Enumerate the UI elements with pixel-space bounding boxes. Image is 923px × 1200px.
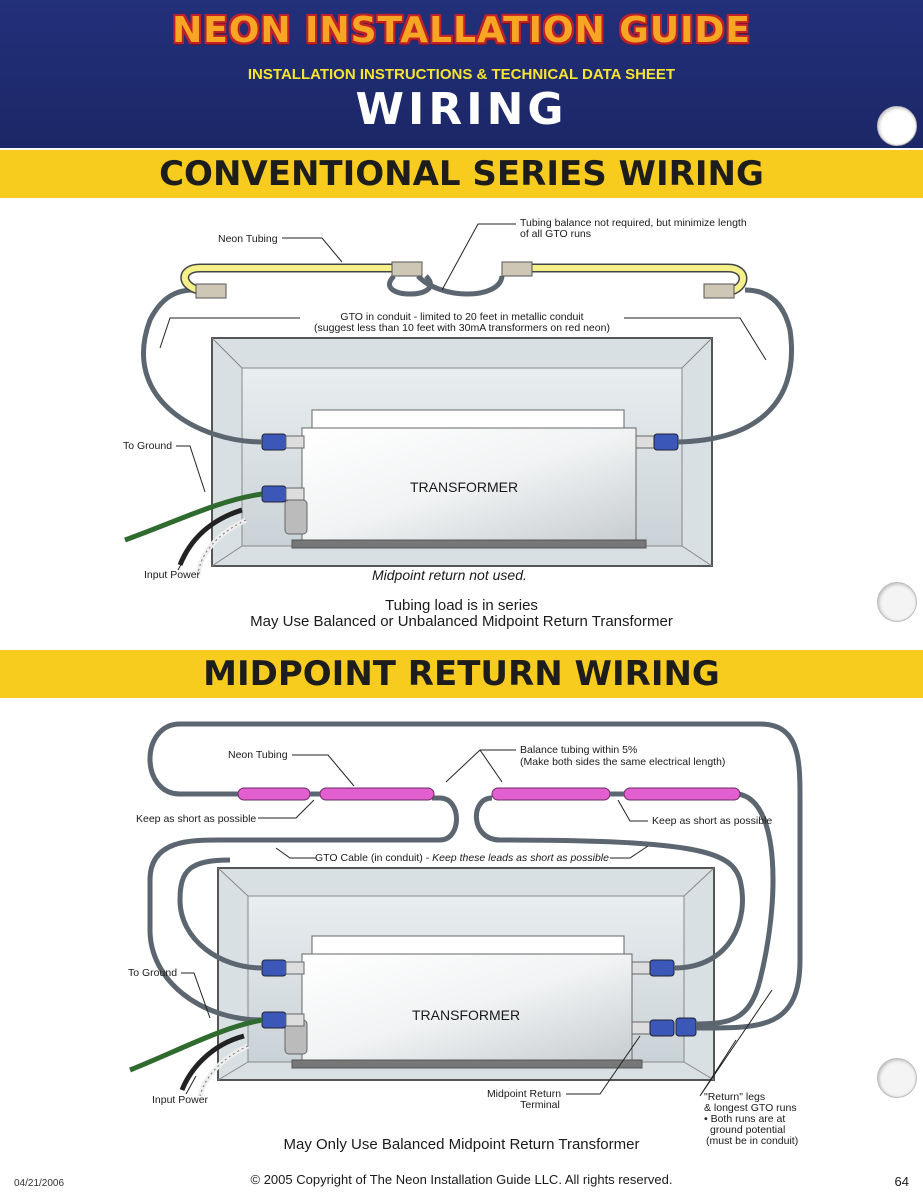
- midpoint-keep-short-left: Keep as short as possible: [136, 813, 256, 825]
- series-heading-band: CONVENTIONAL SERIES WIRING: [0, 150, 923, 198]
- series-transformer-label: TRANSFORMER: [410, 479, 518, 495]
- series-caption-line1: Tubing load is in series: [385, 597, 538, 614]
- midpoint-wiring-diagram: TRANSFORMER Neon Tubing Balanc: [128, 721, 803, 1147]
- punch-hole-top: [877, 106, 917, 146]
- page-header: NEON INSTALLATION GUIDE INSTALLATION INS…: [0, 0, 923, 148]
- footer-copyright: © 2005 Copyright of The Neon Installatio…: [250, 1172, 673, 1187]
- midpoint-neon-tube-4: [623, 787, 741, 801]
- series-input-power-label: Input Power: [144, 569, 201, 581]
- midpoint-heading-band: MIDPOINT RETURN WIRING: [0, 650, 923, 698]
- midpoint-balance-note-line2: (Make both sides the same electrical len…: [520, 756, 725, 768]
- series-wiring-diagram: TRANSFORMER Neon Tubing Tubing balance n…: [123, 217, 794, 583]
- series-balance-note-line2: of all GTO runs: [520, 228, 591, 240]
- midpoint-input-power-label: Input Power: [152, 1094, 209, 1106]
- midpoint-hv-terminal-right: [631, 959, 675, 977]
- midpoint-return-terminal-left: [261, 1011, 305, 1029]
- midpoint-ground-wire: [129, 1017, 263, 1073]
- midpoint-transformer-label: TRANSFORMER: [412, 1007, 520, 1023]
- midpoint-gto-cable-label: GTO Cable (in conduit) - Keep these lead…: [315, 852, 609, 864]
- midpoint-return-note-line5: (must be in conduit): [706, 1135, 798, 1147]
- series-gto-note-line1: GTO in conduit - limited to 20 feet in m…: [340, 311, 583, 323]
- series-ground-wire: [124, 491, 263, 543]
- midpoint-neon-tube-2: [319, 787, 435, 801]
- section-title: WIRING: [355, 84, 568, 135]
- series-balance-note-line1: Tubing balance not required, but minimiz…: [520, 217, 747, 229]
- midpoint-gto-cable-label-italic: Keep these leads as short as possible: [432, 852, 609, 864]
- midpoint-caption: May Only Use Balanced Midpoint Return Tr…: [283, 1136, 640, 1153]
- midpoint-terminal-label-line1: Midpoint Return: [487, 1088, 561, 1100]
- midpoint-neon-tube-3: [491, 787, 611, 801]
- series-hv-terminal-left: [261, 433, 305, 451]
- midpoint-return-leg-right: [695, 791, 776, 1027]
- series-heading: CONVENTIONAL SERIES WIRING: [159, 154, 764, 194]
- midpoint-ground-label: To Ground: [128, 967, 177, 979]
- series-gto-cable-right: [677, 287, 794, 445]
- series-gto-note-line2: (suggest less than 10 feet with 30mA tra…: [314, 322, 610, 334]
- midpoint-return-note-line3: • Both runs are at: [704, 1113, 785, 1125]
- midpoint-return-note-line4: ground potential: [710, 1124, 785, 1136]
- guide-subtitle: INSTALLATION INSTRUCTIONS & TECHNICAL DA…: [247, 66, 676, 83]
- midpoint-gto-cable-label-main: GTO Cable (in conduit) -: [315, 852, 432, 864]
- punch-hole-bottom: [877, 1058, 917, 1098]
- series-ground-label: To Ground: [123, 440, 172, 452]
- series-gto-cable-left: [141, 287, 263, 445]
- series-midpoint-terminal: [261, 485, 305, 503]
- page-number: 64: [894, 1174, 909, 1189]
- series-jumper-cable: [387, 274, 505, 297]
- series-hv-terminal-right: [635, 433, 679, 451]
- series-midpoint-note: Midpoint return not used.: [372, 567, 527, 583]
- midpoint-neon-tubing-label: Neon Tubing: [228, 749, 288, 761]
- series-neon-tube-right: [501, 261, 748, 299]
- midpoint-hv-cable-right: [474, 795, 745, 971]
- series-transformer: [284, 409, 647, 549]
- midpoint-keep-short-right: Keep as short as possible: [652, 815, 772, 827]
- midpoint-return-note-line1: "Return" legs: [704, 1091, 765, 1103]
- midpoint-return-terminal-right: [631, 1017, 697, 1037]
- series-neon-tube-left: [180, 261, 423, 299]
- midpoint-terminal-label-line2: Terminal: [520, 1099, 560, 1111]
- midpoint-balance-note-line1: Balance tubing within 5%: [520, 744, 637, 756]
- footer-date: 04/21/2006: [14, 1178, 65, 1189]
- punch-hole-middle: [877, 582, 917, 622]
- midpoint-heading: MIDPOINT RETURN WIRING: [203, 654, 720, 694]
- midpoint-return-leg-left: [147, 795, 459, 1023]
- series-neon-tubing-label: Neon Tubing: [218, 233, 278, 245]
- midpoint-hv-terminal-left: [261, 959, 305, 977]
- guide-title: NEON INSTALLATION GUIDE: [172, 10, 751, 51]
- midpoint-hv-cable-left: [177, 857, 263, 971]
- series-caption-line2: May Use Balanced or Unbalanced Midpoint …: [250, 613, 673, 630]
- midpoint-neon-tube-1: [237, 787, 311, 801]
- midpoint-return-note-line2: & longest GTO runs: [704, 1102, 797, 1114]
- midpoint-outer-loop: [147, 721, 803, 1031]
- midpoint-transformer: [284, 935, 643, 1069]
